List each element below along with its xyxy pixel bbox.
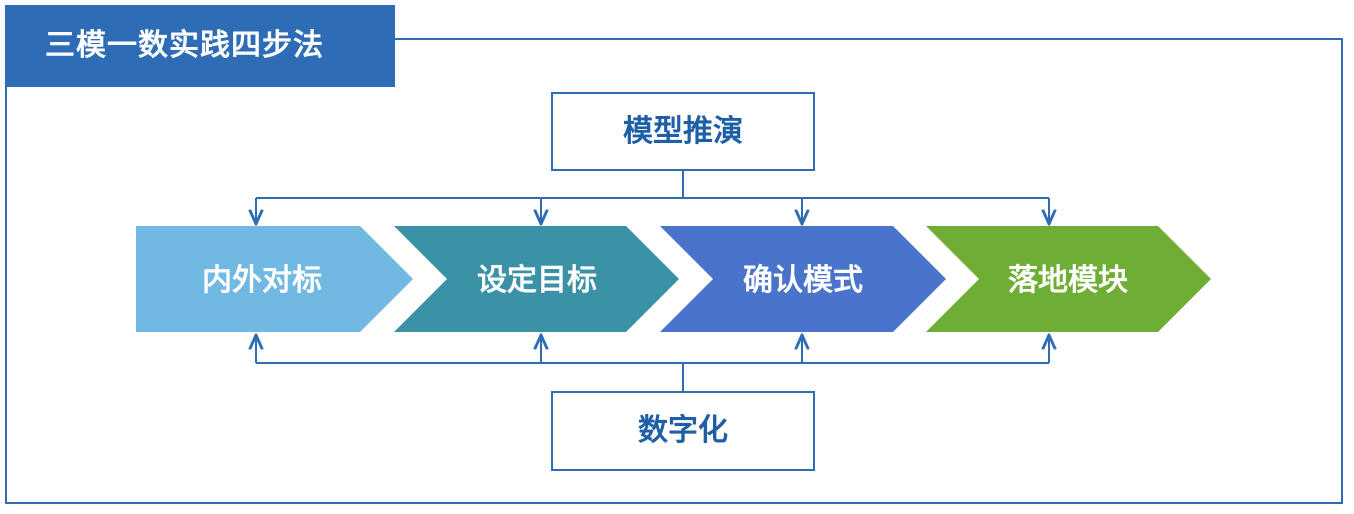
step-4-shape: [926, 226, 1211, 332]
step-3-label: 确认模式: [743, 263, 863, 298]
step-4: 落地模块: [926, 226, 1211, 332]
diagram-frame: [5, 38, 1343, 504]
bottom-connectors: [256, 335, 1049, 391]
step-1: 内外对标: [136, 226, 413, 332]
top-connectors: [256, 171, 1049, 224]
step-1-shape: [136, 226, 413, 332]
step-3: 确认模式: [660, 226, 946, 332]
bottom-box-digitalization: 数字化: [551, 391, 815, 471]
step-3-shape: [660, 226, 946, 332]
step-chevrons: 内外对标 设定目标 确认模式 落地模块: [136, 226, 1211, 332]
step-2-label: 设定目标: [477, 263, 597, 298]
step-2-shape: [394, 226, 679, 332]
top-box-model-deduction: 模型推演: [551, 92, 815, 171]
step-4-label: 落地模块: [1008, 263, 1128, 298]
step-1-label: 内外对标: [202, 263, 322, 298]
diagram-title: 三模一数实践四步法: [5, 5, 395, 87]
step-2: 设定目标: [394, 226, 679, 332]
